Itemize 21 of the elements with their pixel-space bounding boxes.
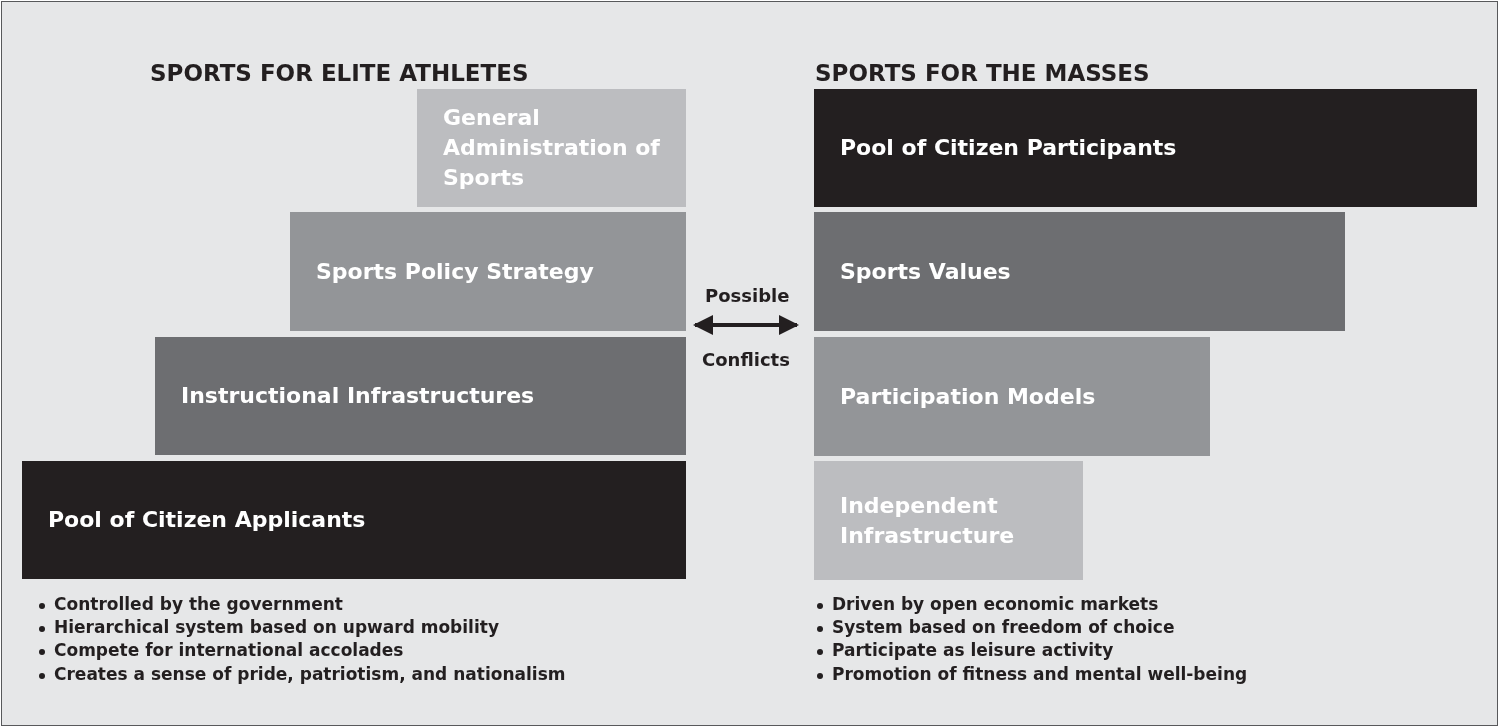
arrow-caption: Possible (705, 285, 790, 306)
double-arrow (693, 315, 799, 335)
bullet-item: Participate as leisure activity (832, 640, 1114, 660)
section-heading: SPORTS FOR THE MASSES (815, 60, 1150, 86)
bullet-item: Hierarchical system based on upward mobility (54, 617, 499, 637)
tier-box: General Administration of Sports (417, 89, 686, 207)
tier-box: Participation Models (814, 337, 1210, 456)
arrow-caption: Conflicts (702, 349, 790, 370)
tier-box: Pool of Citizen Applicants (22, 461, 686, 579)
tier-box: Instructional Infrastructures (155, 337, 686, 455)
bullet-item: Controlled by the government (54, 594, 343, 614)
bullet-item: Driven by open economic markets (832, 594, 1159, 614)
tier-box: Sports Values (814, 212, 1345, 331)
bullet-item: System based on freedom of choice (832, 617, 1175, 637)
bullet-item: Promotion of fitness and mental well-being (832, 664, 1248, 684)
bullet-item: Compete for international accolades (54, 640, 404, 660)
tier-box: Independent Infrastructure (814, 461, 1083, 580)
tier-box: Sports Policy Strategy (290, 212, 686, 331)
section-heading: SPORTS FOR ELITE ATHLETES (150, 60, 529, 86)
bullet-item: Creates a sense of pride, patriotism, and nationalism (54, 664, 566, 684)
tier-box: Pool of Citizen Participants (814, 89, 1477, 207)
